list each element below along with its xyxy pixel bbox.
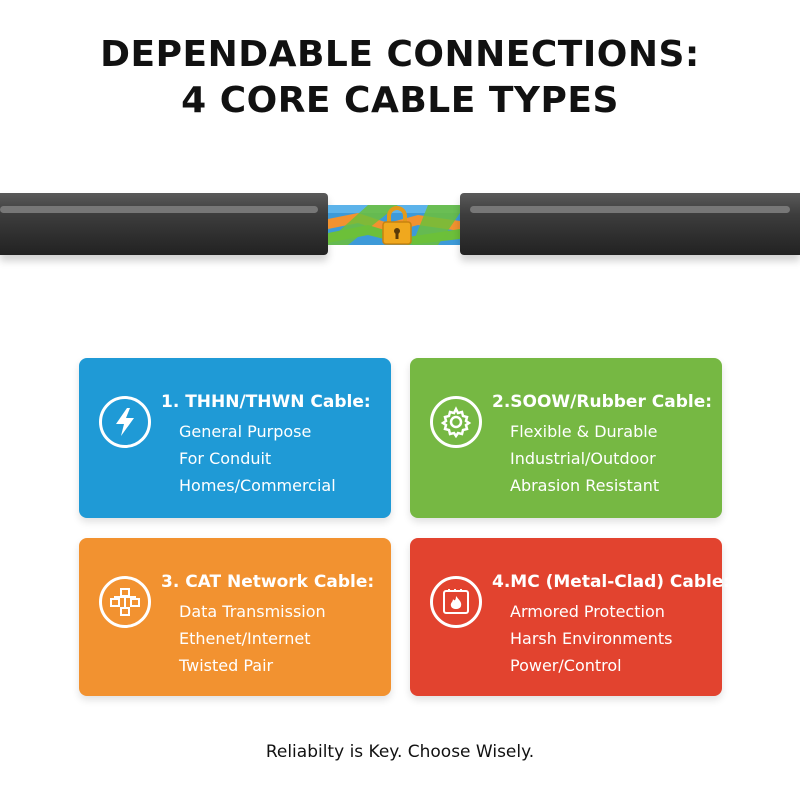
card-soow-rubber: 2.SOOW/Rubber Cable: Flexible & Durable … (410, 358, 722, 518)
card-title: 4.MC (Metal-Clad) Cable: (492, 572, 731, 592)
title-line-2: 4 CORE CABLE TYPES (181, 80, 619, 121)
card-line: Ethenet/Internet (179, 629, 311, 648)
card-cat-network: 3. CAT Network Cable: Data Transmission … (79, 538, 391, 696)
footer-tagline: Reliabilty is Key. Choose Wisely. (265, 742, 535, 762)
card-line: General Purpose (179, 422, 312, 441)
card-line: Data Transmission (179, 602, 326, 621)
card-line: Armored Protection (510, 602, 665, 621)
page-title: DEPENDABLE CONNECTIONS: 4 CORE CABLE TYP… (0, 32, 800, 124)
card-title: 1. THHN/THWN Cable: (161, 392, 371, 412)
fire-panel-icon (430, 576, 482, 628)
network-icon (99, 576, 151, 628)
cable-jacket-right (460, 193, 800, 255)
card-mc-metal-clad: 4.MC (Metal-Clad) Cable: Armored Protect… (410, 538, 730, 696)
card-line: Homes/Commercial (179, 476, 336, 495)
card-line: Twisted Pair (179, 656, 274, 675)
lightning-bolt-icon (99, 396, 151, 448)
card-line: Power/Control (510, 656, 622, 675)
card-title: 3. CAT Network Cable: (161, 572, 375, 592)
title-line-1: DEPENDABLE CONNECTIONS: (100, 34, 700, 75)
card-line: Flexible & Durable (510, 422, 658, 441)
cable-illustration (0, 185, 800, 275)
card-line: For Conduit (179, 449, 272, 468)
card-line: Harsh Environments (510, 629, 673, 648)
card-thhn-thwn: 1. THHN/THWN Cable: General Purpose For … (79, 358, 391, 518)
gear-icon (430, 396, 482, 448)
card-line: Abrasion Resistant (510, 476, 660, 495)
card-line: Industrial/Outdoor (510, 449, 656, 468)
card-title: 2.SOOW/Rubber Cable: (492, 392, 713, 412)
cable-jacket-left (0, 193, 328, 255)
padlock-icon (382, 206, 412, 245)
